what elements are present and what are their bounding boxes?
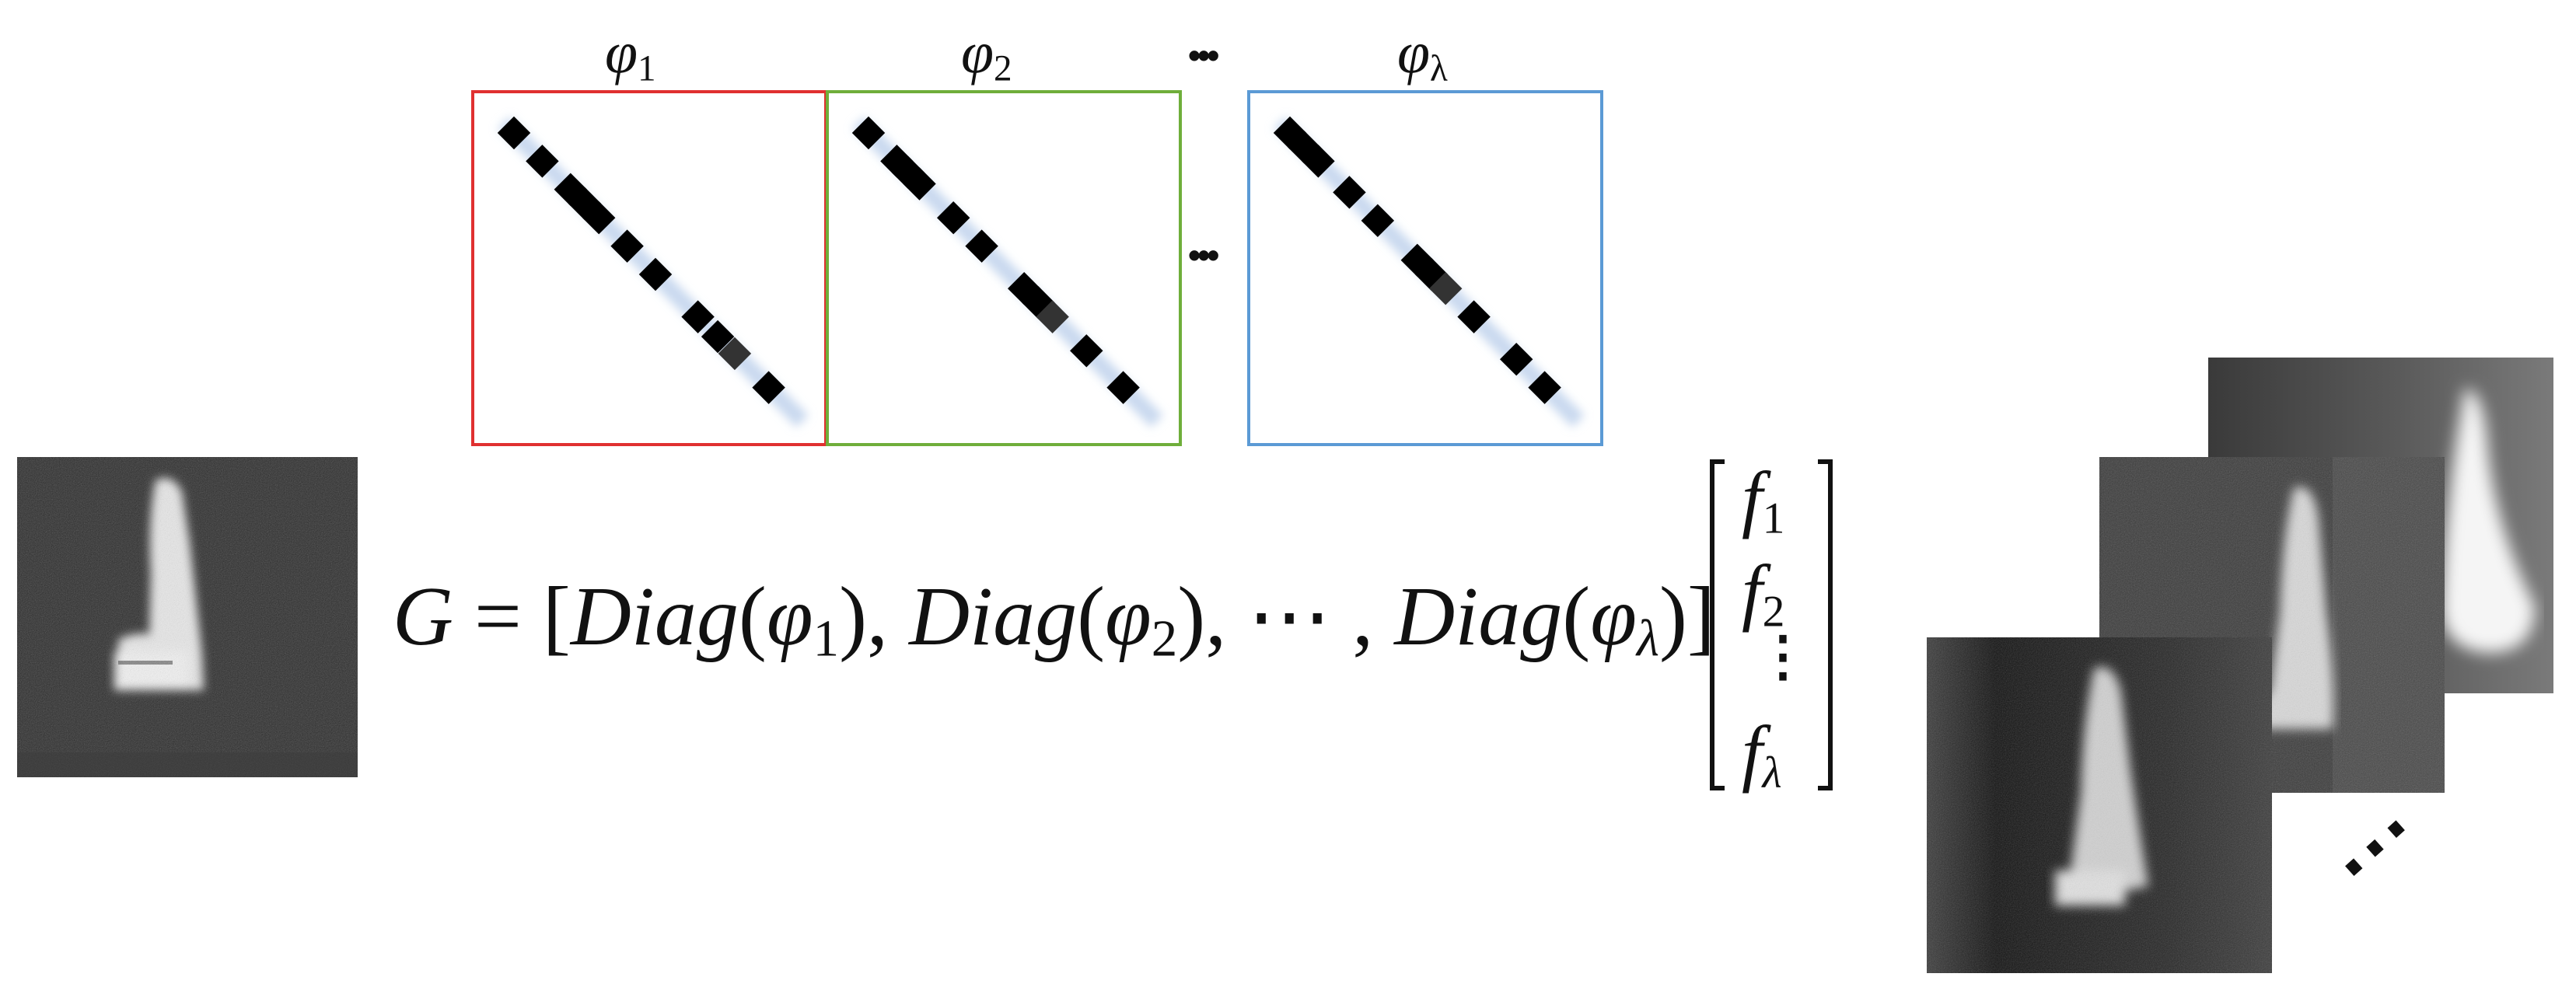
- equation-lhs: G: [393, 571, 453, 663]
- diagonal-cell: [1036, 300, 1069, 333]
- matrix-label-phi-lambda: φλ: [1397, 20, 1448, 89]
- diag-term-lambda: Diag: [1373, 571, 1563, 663]
- diagonal-cell: [903, 167, 936, 201]
- ellipsis-middle: •••: [1188, 235, 1219, 275]
- ellipsis-top: •••: [1188, 35, 1219, 75]
- matrix-frame: [826, 90, 1182, 446]
- diag-term-1: Diag: [570, 571, 739, 663]
- diagonal-cell: [1070, 334, 1103, 368]
- matrix-label-phi-1: φ1: [605, 20, 656, 89]
- diagonal-cell: [851, 116, 886, 150]
- matrix-label-phi-2: φ2: [961, 20, 1012, 89]
- diagonal-cell: [1302, 145, 1335, 178]
- vector-entry-f-lambda: fλ: [1742, 710, 1782, 797]
- vector-vertical-ellipsis: ⋮: [1756, 626, 1810, 686]
- vector-brackets: [1710, 459, 1833, 790]
- diagonal-cell: [936, 201, 970, 235]
- matrix-2: [826, 90, 1182, 446]
- diagonal-cell: [1528, 371, 1561, 404]
- matrix-1: [471, 90, 827, 446]
- sensing-equation: G = [Diag(φ1), Diag(φ2), ⋯ , Diag(φλ)]: [393, 571, 1715, 668]
- diagonal-cell: [1361, 204, 1395, 238]
- matrix-frame: [1247, 90, 1603, 446]
- diag-term-2: Diag: [888, 571, 1078, 663]
- diagonal-cell: [1457, 300, 1491, 333]
- reconstructed-image-front: [1927, 637, 2272, 973]
- diagonal-cell: [1428, 271, 1463, 305]
- matrix-3: [1247, 90, 1603, 446]
- diagonal-cell: [965, 229, 998, 263]
- coded-measurement-image: [17, 457, 358, 777]
- stack-ellipsis: ⋯: [2309, 782, 2438, 911]
- diagonal-cell: [1333, 176, 1366, 209]
- vector-entry-f2: f2: [1742, 550, 1785, 637]
- diagonal-cell: [1499, 342, 1533, 376]
- vector-entry-f1: f1: [1742, 456, 1785, 543]
- diagonal-matrices: [471, 90, 1603, 446]
- diagonal-cell: [1106, 371, 1140, 404]
